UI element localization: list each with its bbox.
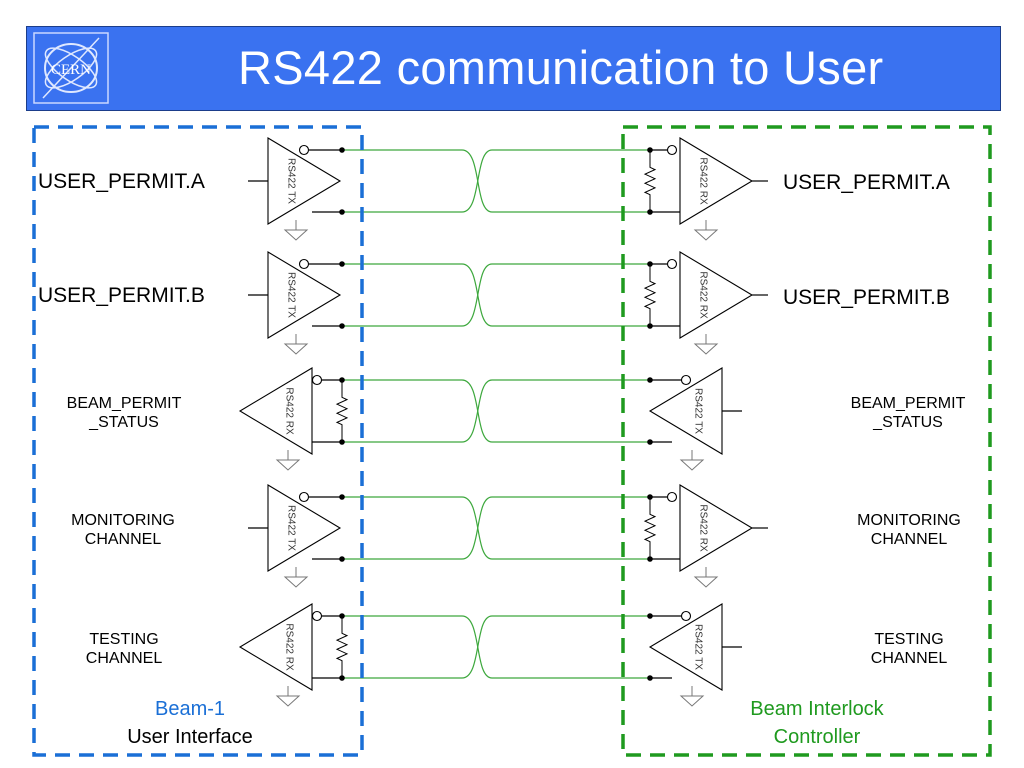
channel-3-user-bubble — [311, 374, 323, 386]
channel-4-twisted-pair-cross-1 — [461, 496, 522, 560]
channel-1-user-device-label: RS422 TX — [285, 158, 296, 204]
channel-2-user-node-top — [339, 261, 345, 267]
channel-2-controller-termination — [643, 264, 657, 326]
channel-2-twisted-pair-cross-1 — [461, 263, 522, 327]
channel-1-user-bubble — [298, 144, 310, 156]
controller-label-testing-line2: CHANNEL — [870, 650, 948, 668]
controller-label-monitoring-channel: MONITORING CHANNEL — [834, 511, 984, 549]
channel-2-twisted-pair-cross-2 — [461, 263, 522, 327]
channel-3-controller-node-bot — [647, 439, 653, 445]
channel-1-controller-termination — [643, 150, 657, 212]
channel-1-user-node-top — [339, 147, 345, 153]
channel-2-user-ground — [283, 343, 309, 355]
channel-4-controller-receiver — [679, 484, 754, 572]
channel-3-controller-ground — [679, 459, 705, 471]
channel-4-user-node-bot — [339, 556, 345, 562]
user-label-testing-line2: CHANNEL — [85, 650, 163, 668]
channel-5-user-termination — [335, 616, 349, 678]
user-label-beam-permit-status: BEAM_PERMIT _STATUS — [50, 394, 198, 432]
channel-2-user-device-label: RS422 TX — [285, 272, 296, 318]
channel-1-controller-ground — [693, 229, 719, 241]
channel-5-user-device-label: RS422 RX — [283, 623, 294, 671]
channel-4-controller-termination — [643, 497, 657, 559]
user-label-monitoring-channel: MONITORING CHANNEL — [49, 511, 197, 549]
channel-5-twisted-pair-cross-1 — [461, 615, 522, 679]
channel-2-controller-bubble — [666, 258, 678, 270]
user-label-beam-permit-line1: BEAM_PERMIT — [66, 395, 182, 412]
controller-label-testing-channel: TESTING CHANNEL — [834, 630, 984, 668]
channel-5-user-bubble — [311, 610, 323, 622]
channel-1-user-node-bot — [339, 209, 345, 215]
channel-4-user-device-label: RS422 TX — [285, 505, 296, 551]
user-interface-caption-line2: User Interface — [127, 726, 253, 748]
channel-3-user-termination — [335, 380, 349, 442]
channel-1-controller-bubble — [666, 144, 678, 156]
channel-1-twisted-pair-cross-1 — [461, 149, 522, 213]
channel-4-controller-ground — [693, 576, 719, 588]
channel-5-controller-ground — [679, 695, 705, 707]
channel-5-user-receiver — [238, 603, 313, 691]
channel-2-controller-device-label: RS422 RX — [697, 271, 708, 319]
channel-3-twisted-pair-cross-1 — [461, 379, 522, 443]
channel-4-user-ground — [283, 576, 309, 588]
user-label-beam-permit-line2: _STATUS — [89, 414, 159, 432]
channel-1-twisted-pair-cross-2 — [461, 149, 522, 213]
channel-3-user-device-label: RS422 RX — [283, 387, 294, 435]
channel-3-user-ground — [275, 459, 301, 471]
user-label-monitoring-line1: MONITORING — [71, 512, 175, 529]
channel-4-user-node-top — [339, 494, 345, 500]
channel-2-controller-receiver — [679, 251, 754, 339]
channel-3-controller-node-top — [647, 377, 653, 383]
channel-5-controller-bubble — [680, 610, 692, 622]
user-interface-caption-line1: Beam-1 — [154, 698, 226, 720]
user-label-testing-channel: TESTING CHANNEL — [50, 630, 198, 668]
controller-label-beam-permit-status: BEAM_PERMIT _STATUS — [834, 394, 982, 432]
channel-2-user-node-bot — [339, 323, 345, 329]
channel-4-twisted-pair-cross-2 — [461, 496, 523, 560]
controller-frame — [621, 125, 992, 757]
controller-caption: Beam Interlock Controller — [717, 694, 917, 753]
user-label-user-permit-a: USER_PERMIT.A — [38, 170, 205, 193]
controller-label-beam-permit-line2: _STATUS — [873, 414, 943, 432]
channel-3-controller-device-label: RS422 TX — [692, 388, 703, 434]
user-label-testing-line1: TESTING — [89, 631, 159, 648]
controller-label-monitoring-line2: CHANNEL — [870, 531, 948, 549]
channel-5-controller-node-bot — [647, 675, 653, 681]
channel-1-controller-device-label: RS422 RX — [697, 157, 708, 205]
controller-label-monitoring-line1: MONITORING — [857, 512, 961, 529]
user-interface-frame — [32, 125, 364, 757]
cern-logo: CERN — [33, 32, 109, 104]
channel-3-user-receiver — [238, 367, 313, 455]
user-label-monitoring-line2: CHANNEL — [84, 531, 162, 549]
title-bar — [26, 26, 1001, 111]
channel-1-controller-receiver — [679, 137, 754, 225]
controller-caption-line2: Controller — [773, 726, 861, 748]
user-interface-caption: Beam-1 User Interface — [100, 694, 280, 753]
controller-label-beam-permit-line1: BEAM_PERMIT — [850, 395, 966, 412]
user-label-user-permit-b: USER_PERMIT.B — [38, 284, 205, 307]
controller-caption-line1: Beam Interlock — [750, 698, 884, 720]
channel-5-controller-device-label: RS422 TX — [692, 624, 703, 670]
channel-4-user-bubble — [298, 491, 310, 503]
channel-2-controller-ground — [693, 343, 719, 355]
channel-2-user-bubble — [298, 258, 310, 270]
channel-1-user-ground — [283, 229, 309, 241]
controller-label-user-permit-a: USER_PERMIT.A — [783, 171, 950, 194]
channel-3-controller-bubble — [680, 374, 692, 386]
controller-label-testing-line1: TESTING — [874, 631, 944, 648]
channel-4-controller-device-label: RS422 RX — [697, 504, 708, 552]
page-title: RS422 communication to User — [238, 41, 884, 94]
channel-5-controller-node-top — [647, 613, 653, 619]
svg-text:CERN: CERN — [51, 62, 91, 78]
channel-4-controller-bubble — [666, 491, 678, 503]
controller-label-user-permit-b: USER_PERMIT.B — [783, 286, 950, 309]
channel-5-user-ground — [275, 695, 301, 707]
channel-3-twisted-pair-cross-2 — [461, 379, 522, 443]
channel-5-twisted-pair-cross-2 — [461, 615, 522, 679]
